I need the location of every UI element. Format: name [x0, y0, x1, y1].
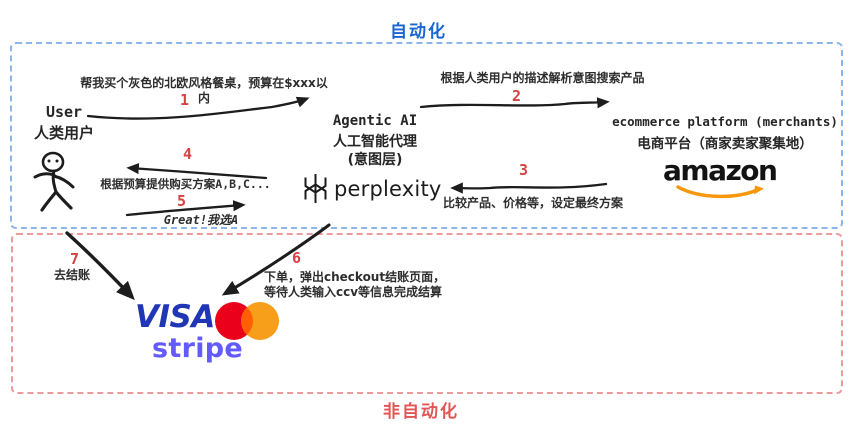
automated-zone-label: 自动化: [390, 22, 447, 42]
step5-label: Great!我选A: [163, 213, 239, 227]
step2-number: 2: [512, 87, 522, 105]
user-label-en: User: [45, 103, 83, 121]
step1-number: 1: [180, 91, 190, 109]
step3-number: 3: [519, 161, 529, 179]
platform-title: ecommerce platform (merchants): [612, 114, 838, 129]
manual-zone-box: [11, 233, 843, 394]
step4-number: 4: [183, 145, 193, 163]
user-label-zh: 人类用户: [33, 124, 94, 142]
amazon-smile-icon: [676, 185, 764, 199]
perplexity-logo: perplexity: [302, 173, 442, 204]
step7-label: 去结账: [53, 268, 90, 282]
amazon-wordmark: amazon: [663, 154, 778, 187]
agent-title: Agentic AI: [332, 113, 418, 129]
step5-number: 5: [177, 192, 187, 210]
manual-zone-label: 非自动化: [383, 402, 459, 422]
step4-label: 根据预算提供购买方案A,B,C...: [100, 177, 271, 191]
stripe-logo: stripe: [152, 333, 243, 364]
step1-label: 帮我买个灰色的北欧风格餐桌，预算在$xxx以内: [80, 76, 328, 105]
step6-label-line1: 下单，弹出checkout结账页面，: [264, 270, 446, 284]
step6-label: 下单，弹出checkout结账页面， 等待人类输入ccv等信息完成结算: [264, 270, 462, 300]
step6-label-line2: 等待人类输入ccv等信息完成结算: [264, 285, 443, 299]
perplexity-icon: [304, 174, 327, 203]
perplexity-wordmark: perplexity: [334, 176, 442, 201]
step3-label: 比较产品、价格等，设定最终方案: [442, 196, 623, 210]
visa-logo: VISA: [135, 299, 215, 335]
mastercard-icon: [215, 302, 279, 340]
agent-role: (意图层): [347, 152, 403, 168]
automated-zone-box: [10, 42, 843, 229]
step7-number: 7: [70, 250, 80, 268]
agent-subtitle: 人工智能代理: [333, 134, 417, 150]
step2-label: 根据人类用户的描述解析意图搜索产品: [440, 71, 645, 85]
platform-subtitle: 电商平台（商家卖家聚集地）: [637, 136, 813, 152]
step6-number: 6: [292, 249, 302, 267]
